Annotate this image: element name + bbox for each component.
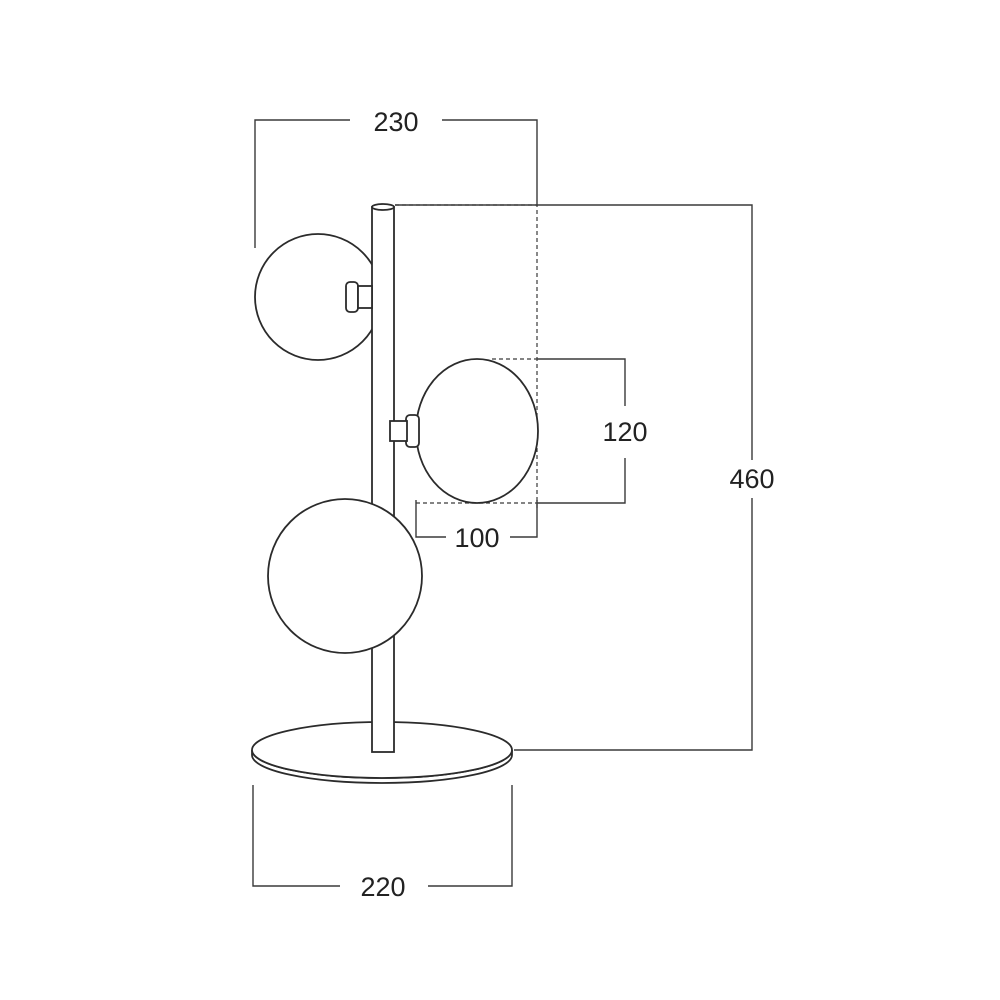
total-height-label: 460 [729,464,774,494]
lamp-stem-cap [371,203,395,211]
construction-dashed-lines [395,204,538,510]
middle-globe-fitting [389,414,420,448]
top-globe-fitting [345,281,373,313]
dimension-labels: 230 120 460 100 220 [360,107,774,902]
bottom-globe [267,498,423,654]
dimension-lines [252,119,753,887]
base-diameter-label: 220 [360,872,405,902]
overall-width-label: 230 [373,107,418,137]
table-lamp [251,203,539,784]
globe-height-label: 120 [602,417,647,447]
globe-height-dimension-line [537,358,626,504]
globe-width-dimension-line [415,500,538,538]
base-diameter-dimension-line [252,785,513,887]
overall-width-dimension-line [254,119,538,248]
lamp-stem [371,206,395,753]
middle-globe [415,358,539,504]
globe-width-label: 100 [454,523,499,553]
